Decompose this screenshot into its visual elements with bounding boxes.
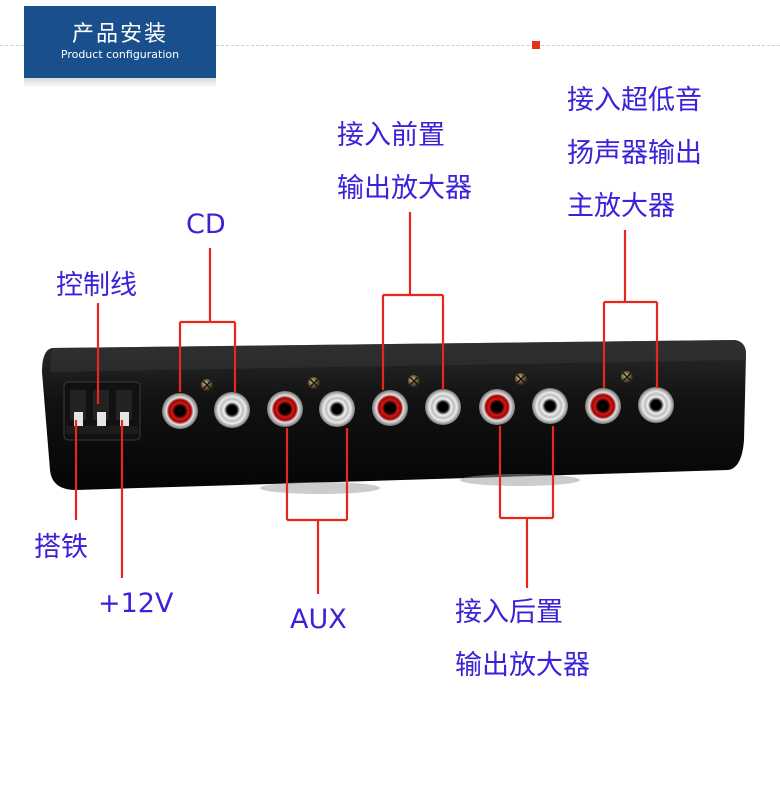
leader-rear — [498, 426, 555, 588]
leader-lines — [74, 212, 659, 594]
label-control-line: 控制线 — [56, 270, 137, 301]
label-rear-line2: 输出放大器 — [455, 650, 590, 681]
header-subtitle: Product configuration — [60, 48, 180, 61]
label-ground: 搭铁 — [34, 532, 88, 563]
header-title: 产品安装 — [71, 22, 168, 47]
leader-aux — [285, 428, 349, 594]
cd-jack-white — [214, 392, 250, 428]
label-power: +12V — [98, 588, 174, 619]
leader-front — [381, 212, 445, 390]
rca-jacks — [162, 387, 674, 429]
mount-screws — [201, 371, 633, 391]
aux-jack-red — [267, 391, 303, 427]
label-rear-line1: 接入后置 — [455, 597, 563, 628]
aux-jack-white — [319, 391, 355, 427]
front-jack-white — [425, 389, 461, 425]
divider-left — [0, 45, 24, 46]
sub-jack-white — [638, 387, 674, 423]
accent-dot — [532, 41, 540, 49]
header-box: 产品安装 Product configuration — [24, 6, 216, 78]
label-aux: AUX — [290, 604, 347, 635]
label-cd: CD — [186, 209, 226, 240]
label-front-line2: 输出放大器 — [337, 173, 472, 204]
leader-cd — [178, 248, 237, 392]
header-shadow — [24, 78, 216, 88]
rear-jack-white — [532, 388, 568, 424]
cd-jack-red — [162, 393, 198, 429]
label-sub-line3: 主放大器 — [567, 191, 675, 222]
rear-jack-red — [479, 389, 515, 425]
sub-jack-red — [585, 388, 621, 424]
leader-sub — [602, 230, 659, 388]
label-sub-line1: 接入超低音 — [567, 85, 702, 116]
front-jack-red — [372, 390, 408, 426]
divider-right — [216, 45, 780, 46]
label-sub-line2: 扬声器输出 — [567, 138, 702, 169]
label-front-line1: 接入前置 — [337, 120, 445, 151]
